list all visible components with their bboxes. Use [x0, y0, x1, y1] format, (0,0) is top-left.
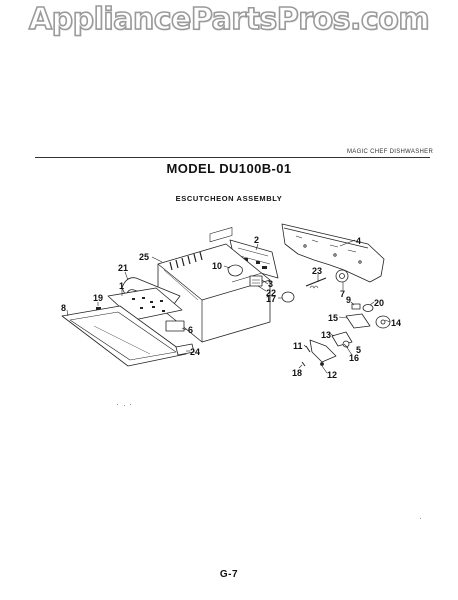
callout-8: 8 — [61, 303, 66, 313]
callout-11: 11 — [293, 341, 303, 351]
callout-23: 23 — [312, 266, 322, 276]
scan-speck — [420, 518, 421, 519]
callout-2: 2 — [254, 235, 259, 245]
part-18-screw — [301, 361, 306, 367]
part-7-knob — [335, 269, 349, 283]
watermark-logo: AppliancePartsPros.com — [28, 1, 430, 38]
callout-24: 24 — [190, 347, 200, 357]
part-11-pin — [305, 345, 311, 353]
callout-9: 9 — [346, 295, 351, 305]
callout-25: 25 — [139, 252, 149, 262]
part-4-rear-bracket — [281, 223, 385, 283]
part-23-rod — [305, 277, 327, 287]
callout-4: 4 — [356, 236, 361, 246]
callout-3: 3 — [268, 279, 273, 289]
part-17-ring — [281, 291, 295, 303]
callout-19: 19 — [93, 293, 103, 303]
callout-16: 16 — [349, 353, 359, 363]
assembly-title: ESCUTCHEON ASSEMBLY — [175, 194, 283, 203]
scan-speck — [130, 404, 131, 405]
callout-7: 7 — [340, 289, 345, 299]
scan-speck — [124, 405, 125, 406]
callout-5: 5 — [356, 345, 361, 355]
part-9-latch — [351, 303, 361, 310]
part-24-bottom-strip — [175, 343, 195, 356]
header-rule — [35, 157, 430, 158]
part-19-clip — [96, 307, 101, 311]
part-5-handle-link — [309, 339, 337, 363]
part-12-screw — [320, 362, 324, 366]
callout-13: 13 — [321, 330, 331, 340]
part-10-knob — [227, 264, 243, 277]
part-3-switch — [249, 275, 263, 287]
callout-1: 1 — [119, 281, 124, 291]
callout-21: 21 — [118, 263, 128, 273]
callout-17: 17 — [266, 294, 276, 304]
callout-20: 20 — [374, 298, 384, 308]
callout-6: 6 — [188, 325, 193, 335]
part-20-cap — [362, 304, 374, 312]
part-14-switch — [375, 315, 391, 329]
callout-14: 14 — [391, 318, 401, 328]
scan-speck — [117, 404, 118, 405]
part-15-bracket — [345, 313, 371, 329]
model-title: MODEL DU100B-01 — [166, 161, 292, 176]
callout-22: 22 — [266, 288, 276, 298]
header-brand: MAGIC CHEF DISHWASHER — [345, 149, 436, 155]
callout-12: 12 — [327, 370, 337, 380]
callout-18: 18 — [292, 368, 302, 378]
callout-15: 15 — [328, 313, 338, 323]
part-8-front-frame — [61, 305, 187, 367]
callout-10: 10 — [212, 261, 222, 271]
part-6-insert — [165, 320, 185, 332]
page-number: G-7 — [219, 569, 239, 580]
